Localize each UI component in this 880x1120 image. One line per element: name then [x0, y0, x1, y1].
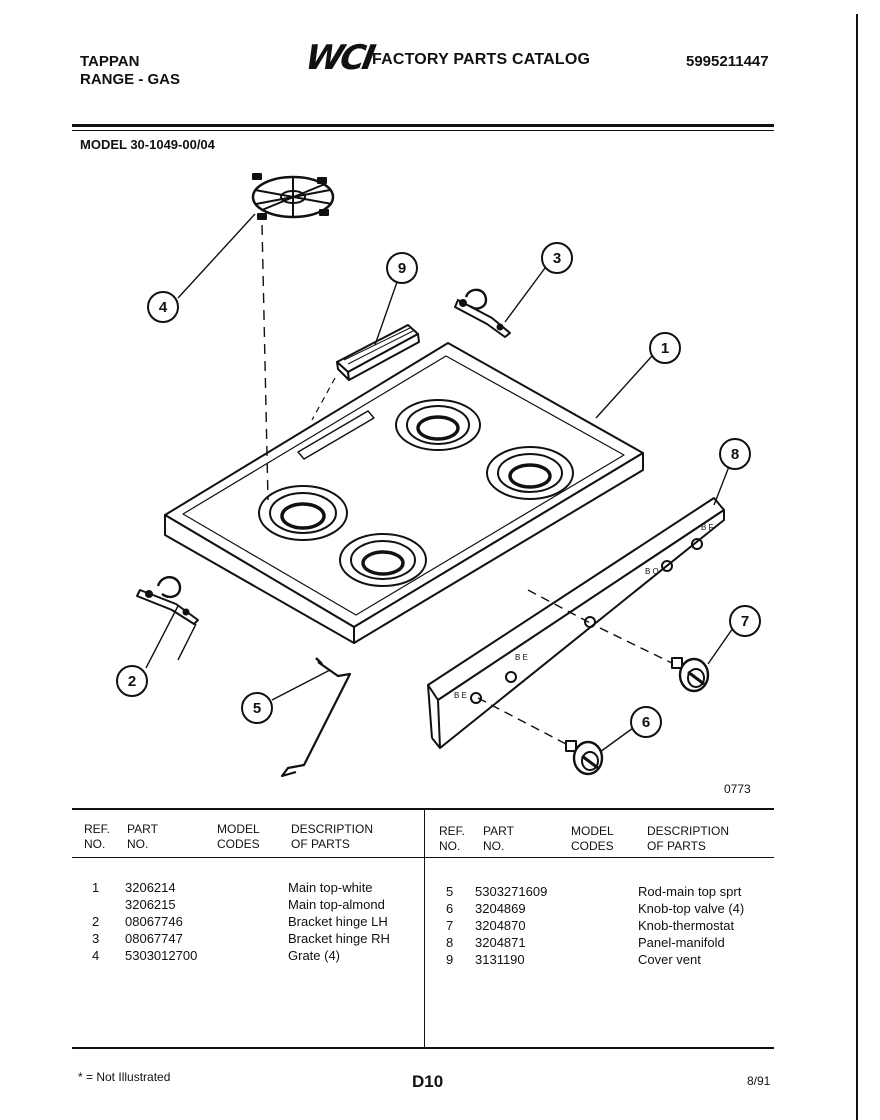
page-edge: [856, 14, 858, 1120]
exploded-parts-diagram: B E B E B O B F: [116, 173, 761, 796]
table-row: 8 3204871 Panel-manifold: [446, 935, 725, 950]
knob-top-valve-part: [565, 740, 604, 776]
callout-1: [649, 332, 681, 364]
catalog-number: 5995211447: [686, 53, 769, 70]
burner-left-front: [258, 485, 348, 541]
table-top-rule: [72, 808, 774, 810]
grate-part: [251, 173, 335, 220]
table-divider: [424, 810, 425, 1048]
knob-thermostat-part: [671, 657, 710, 693]
burner-right-front: [339, 533, 427, 587]
catalog-title: FACTORY PARTS CATALOG: [372, 51, 591, 68]
rod-main-top-support-part: [280, 657, 352, 778]
burner-right-rear: [486, 446, 574, 500]
callout-label-5: 5: [253, 700, 261, 717]
table-row: 7 3204870 Knob-thermostat: [446, 918, 735, 933]
table-row: 9 3131190 Cover vent: [446, 952, 701, 967]
table-row: 6 3204869 Knob-top valve (4): [446, 901, 745, 916]
panel-manifold-part: B E B E B O B F: [427, 497, 725, 749]
bracket-hinge-rh-part: [454, 288, 511, 338]
callout-label-6: 6: [642, 714, 650, 731]
table-row: 3 08067747 Bracket hinge RH: [92, 931, 390, 946]
header-rule-thin: [72, 130, 774, 131]
burner-left-rear: [395, 399, 481, 451]
bracket-hinge-lh-part: [136, 576, 199, 625]
header-rule: [72, 124, 774, 127]
svg-text:B E: B E: [515, 653, 528, 662]
table-row: 2 08067746 Bracket hinge LH: [92, 914, 388, 929]
callout-8: [719, 438, 751, 470]
svg-text:B E: B E: [454, 691, 467, 700]
callout-label-9: 9: [398, 260, 406, 277]
callout-label-2: 2: [128, 673, 136, 690]
svg-text:B F: B F: [701, 523, 714, 532]
right-parts-list: 5 5303271609 Rod-main top sprt 6 3204869…: [446, 883, 766, 968]
catalog-date: 8/91: [747, 1074, 771, 1088]
table-bottom-rule: [72, 1047, 774, 1049]
page-code: D10: [412, 1072, 444, 1091]
table-row: 3206215 Main top-almond: [125, 897, 385, 912]
table-header-rule: [72, 857, 774, 858]
callout-label-8: 8: [731, 446, 739, 463]
table-row: 5 5303271609 Rod-main top sprt: [446, 884, 742, 899]
callout-2: [116, 665, 148, 697]
model-number: MODEL 30-1049-00/04: [80, 137, 215, 152]
brand-name: TAPPAN: [80, 53, 140, 70]
left-parts-list: 1 3206214 Main top-white 3206215 Main to…: [92, 879, 422, 964]
callout-label-7: 7: [741, 613, 749, 630]
image-code: 0773: [724, 782, 751, 796]
callout-7: [729, 605, 761, 637]
footnote-not-illustrated: * = Not Illustrated: [78, 1070, 171, 1084]
callout-label-4: 4: [159, 299, 168, 316]
callout-label-3: 3: [553, 250, 561, 267]
callout-5: [241, 692, 273, 724]
table-row: 4 5303012700 Grate (4): [92, 948, 341, 963]
callout-9: [386, 252, 418, 284]
callout-label-1: 1: [661, 340, 669, 357]
right-header-ref: REF.NO.: [439, 824, 466, 853]
callout-6: [630, 706, 662, 738]
svg-text:B O: B O: [645, 567, 659, 576]
callout-4: [147, 291, 179, 323]
main-top-part: [164, 342, 644, 644]
product-type: RANGE - GAS: [80, 71, 181, 88]
cover-vent-part: [336, 324, 420, 381]
callout-3: [541, 242, 573, 274]
table-row: 1 3206214 Main top-white: [92, 880, 373, 895]
left-header-ref: REF.NO.: [84, 822, 111, 851]
